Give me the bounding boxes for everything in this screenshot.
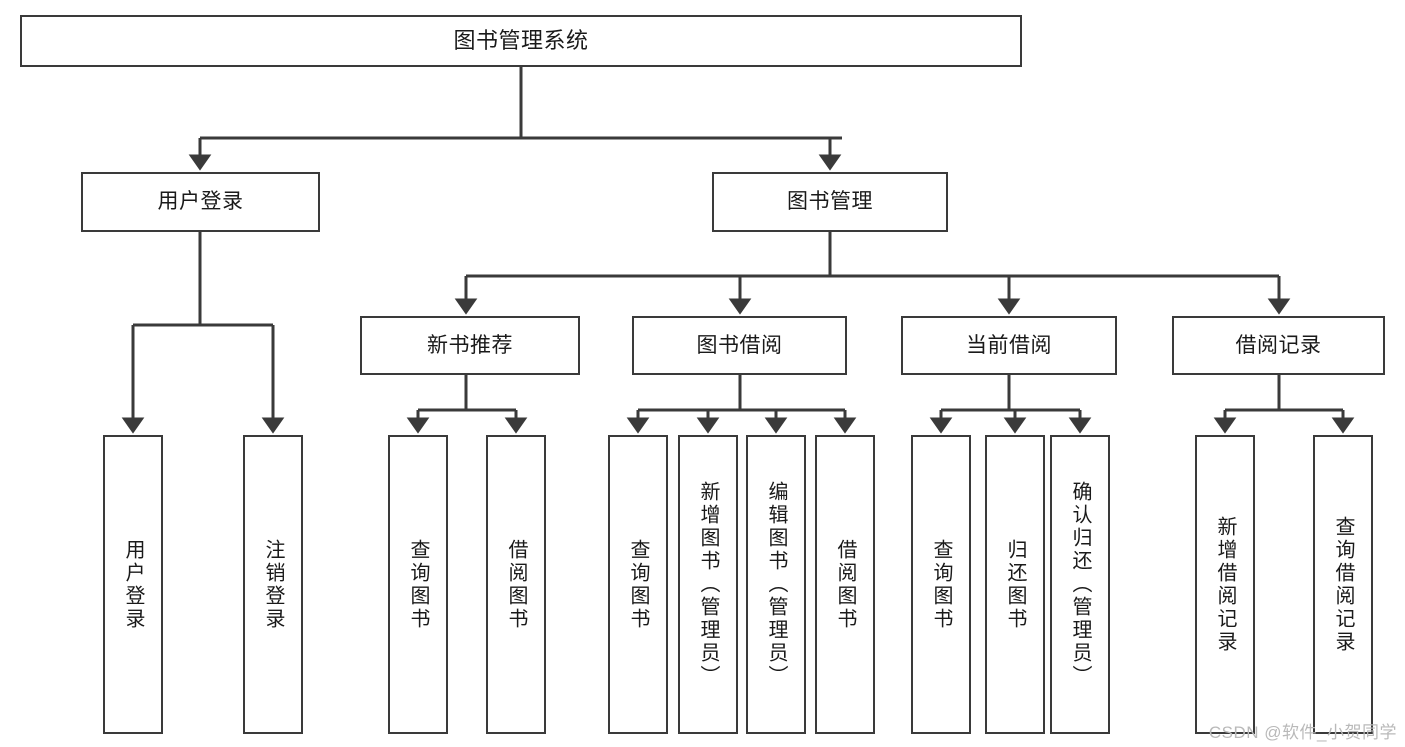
node-leaf-add-record[interactable]: 新增借阅记录: [1195, 435, 1255, 734]
node-leaf-return-book-label: 归还图书: [1004, 538, 1026, 631]
node-leaf-user-login[interactable]: 用户登录: [103, 435, 163, 734]
node-new-book-recommend[interactable]: 新书推荐: [360, 316, 580, 375]
node-book-borrow-label: 图书借阅: [696, 333, 783, 357]
node-leaf-borrow-book-2[interactable]: 借阅图书: [815, 435, 875, 734]
node-leaf-query-record[interactable]: 查询借阅记录: [1313, 435, 1373, 734]
node-book-manage-label: 图书管理: [787, 190, 873, 214]
node-leaf-borrow-book-1-label: 借阅图书: [505, 538, 527, 631]
node-leaf-logout-label: 注销登录: [262, 538, 284, 631]
node-leaf-confirm-return-label: 确认归还（管理员）: [1069, 481, 1091, 688]
node-book-manage[interactable]: 图书管理: [712, 172, 948, 232]
node-borrow-record-label: 借阅记录: [1235, 333, 1322, 357]
watermark-text: CSDN @软件_小贺同学: [1208, 723, 1397, 742]
node-leaf-query-record-label: 查询借阅记录: [1332, 515, 1354, 654]
node-leaf-borrow-book-1[interactable]: 借阅图书: [486, 435, 546, 734]
node-leaf-add-book[interactable]: 新增图书（管理员）: [678, 435, 738, 734]
node-leaf-query-book-2-label: 查询图书: [627, 538, 649, 631]
node-user-login[interactable]: 用户登录: [81, 172, 320, 232]
node-leaf-confirm-return[interactable]: 确认归还（管理员）: [1050, 435, 1110, 734]
node-leaf-edit-book-label: 编辑图书（管理员）: [765, 481, 787, 688]
node-root-label: 图书管理系统: [453, 27, 589, 53]
node-leaf-borrow-book-2-label: 借阅图书: [834, 538, 856, 631]
node-leaf-query-book-3[interactable]: 查询图书: [911, 435, 971, 734]
node-leaf-add-book-label: 新增图书（管理员）: [697, 481, 719, 688]
node-book-borrow[interactable]: 图书借阅: [632, 316, 847, 375]
node-current-borrow-label: 当前借阅: [966, 333, 1052, 357]
node-user-login-label: 用户登录: [157, 190, 244, 214]
node-leaf-user-login-label: 用户登录: [122, 538, 144, 631]
node-leaf-edit-book[interactable]: 编辑图书（管理员）: [746, 435, 806, 734]
node-leaf-query-book-3-label: 查询图书: [930, 538, 952, 631]
node-leaf-return-book[interactable]: 归还图书: [985, 435, 1045, 734]
node-leaf-query-book-1[interactable]: 查询图书: [388, 435, 448, 734]
node-borrow-record[interactable]: 借阅记录: [1172, 316, 1385, 375]
node-leaf-logout[interactable]: 注销登录: [243, 435, 303, 734]
node-leaf-query-book-2[interactable]: 查询图书: [608, 435, 668, 734]
node-current-borrow[interactable]: 当前借阅: [901, 316, 1117, 375]
node-new-book-recommend-label: 新书推荐: [427, 333, 513, 357]
node-leaf-add-record-label: 新增借阅记录: [1214, 515, 1236, 654]
node-root[interactable]: 图书管理系统: [20, 15, 1022, 67]
node-leaf-query-book-1-label: 查询图书: [407, 538, 429, 631]
